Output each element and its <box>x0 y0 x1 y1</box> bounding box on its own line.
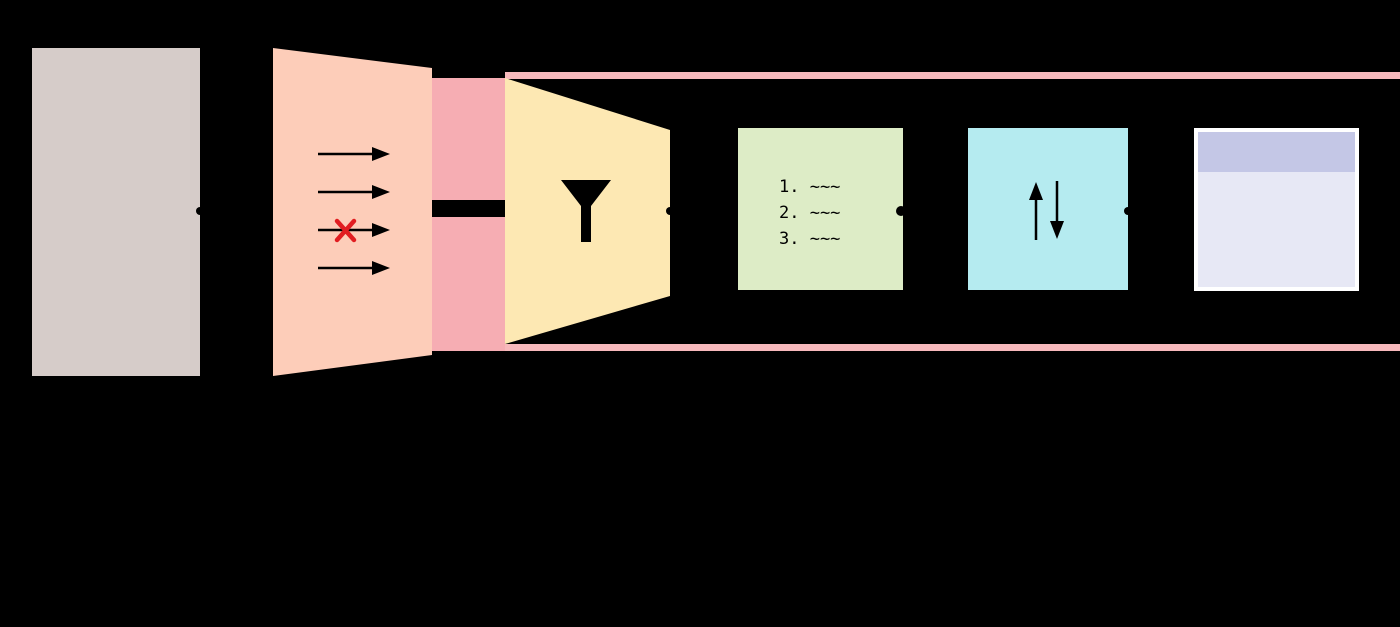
filter-stage <box>273 48 432 376</box>
connector-dot <box>666 207 674 215</box>
connector-bar <box>432 200 505 217</box>
x-mark-icon <box>334 218 357 243</box>
pipeline-rail-top <box>505 72 1400 79</box>
pipeline-rail-bottom <box>505 344 1400 351</box>
connector-dot <box>1124 207 1132 215</box>
right-arrows-icon <box>318 147 390 275</box>
list-box <box>738 128 903 290</box>
funnel-icon <box>561 180 611 242</box>
source-box <box>32 48 200 376</box>
connector-dot <box>196 207 204 215</box>
up-down-arrows-icon <box>1029 181 1064 240</box>
list-line-1: 1. ~~~ <box>779 177 840 197</box>
list-line-2: 2. ~~~ <box>779 203 840 223</box>
window-icon <box>1194 128 1359 291</box>
connector-dot <box>896 206 906 216</box>
sort-box <box>968 128 1128 290</box>
list-line-3: 3. ~~~ <box>779 229 840 249</box>
